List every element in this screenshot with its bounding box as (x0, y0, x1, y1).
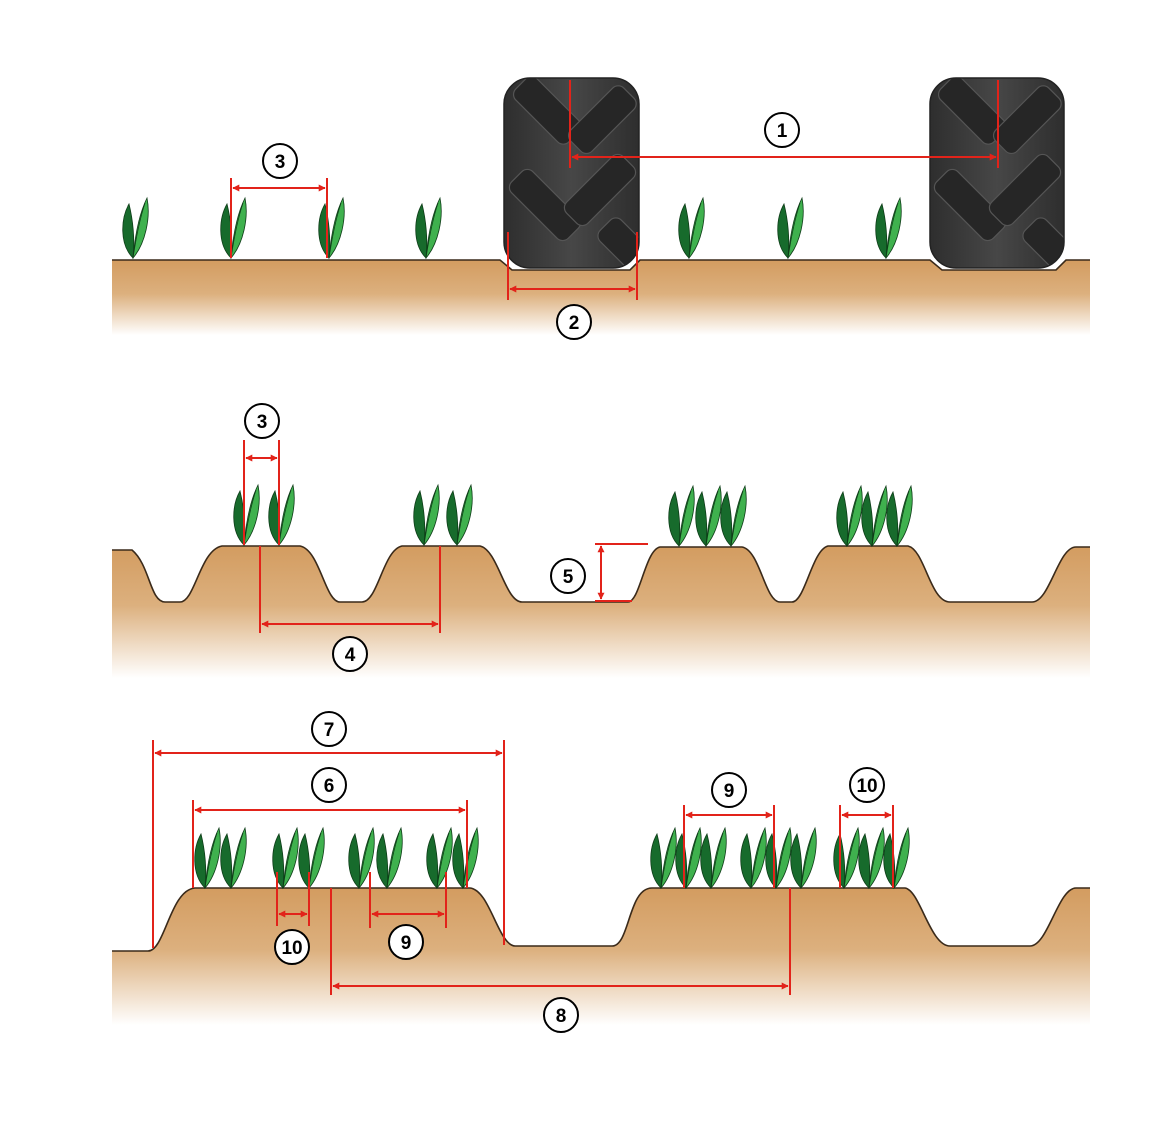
seedling-icon (740, 826, 767, 890)
soil-flat (112, 260, 1090, 335)
dim-ridge-height (595, 543, 648, 602)
badge-tire-width-label: 2 (569, 313, 580, 334)
badge-plant-spacing-ridge-label: 3 (257, 412, 268, 433)
badge-twin-spacing-bed-right: 10 (849, 767, 885, 803)
seedling-icon (220, 826, 247, 890)
seedling-icon (675, 826, 702, 890)
seedling-icon (883, 826, 910, 890)
tire-left (503, 77, 640, 269)
badge-wheel-track: 1 (764, 112, 800, 148)
seedling-icon (298, 826, 325, 890)
soil-beds-outline (112, 887, 1090, 952)
plants-beds (194, 826, 910, 890)
badge-tire-width: 2 (556, 304, 592, 340)
seedling-icon (413, 483, 440, 547)
dim-wheel-track (569, 80, 999, 168)
badge-bed-top-width-label: 6 (324, 776, 335, 797)
seedling-icon (348, 826, 375, 890)
seedling-icon (836, 484, 863, 548)
dim-plant-spacing-flat (230, 178, 328, 258)
seedling-icon (452, 826, 479, 890)
badge-ridge-height-label: 5 (563, 567, 574, 588)
tire-right (929, 77, 1065, 269)
badge-bed-spacing: 8 (543, 997, 579, 1033)
soil-flat-outline (112, 259, 1090, 271)
seedling-icon (858, 826, 885, 890)
seedling-icon (233, 483, 260, 547)
seedling-icon (122, 196, 149, 260)
seedling-icon (194, 826, 221, 890)
dim-row-spacing-bed-left (369, 872, 447, 928)
badge-wheel-track-label: 1 (777, 121, 788, 142)
badge-twin-spacing-bed-left: 10 (274, 929, 310, 965)
badge-row-spacing-bed-right: 9 (711, 772, 747, 808)
seedling-icon (426, 826, 453, 890)
seedling-icon (220, 196, 247, 260)
seedling-icon (268, 483, 295, 547)
seedling-icon (415, 196, 442, 260)
panel-flat-field: 1 2 3 (112, 77, 1090, 340)
seedling-icon (861, 484, 888, 548)
badge-row-spacing-bed-right-label: 9 (724, 781, 735, 802)
seedling-icon (777, 196, 804, 260)
seedling-icon (700, 826, 727, 890)
plants-ridges (233, 483, 913, 548)
badge-row-spacing-bed-left-label: 9 (401, 933, 412, 954)
badge-bed-base-width: 7 (311, 711, 347, 747)
badge-plant-spacing-flat: 3 (262, 143, 298, 179)
dim-bed-top-width (192, 800, 468, 888)
seedling-icon (668, 484, 695, 548)
dim-bed-base-width (152, 740, 505, 948)
badge-row-spacing-ridge: 4 (332, 636, 368, 672)
panel-ridges: 3 4 5 (112, 403, 1090, 678)
dim-bed-spacing (330, 888, 791, 995)
seedling-icon (446, 483, 473, 547)
badge-ridge-height: 5 (550, 558, 586, 594)
badge-twin-spacing-bed-right-label: 10 (856, 776, 877, 797)
badge-plant-spacing-flat-label: 3 (275, 152, 286, 173)
badge-row-spacing-ridge-label: 4 (345, 645, 356, 666)
seedling-icon (678, 196, 705, 260)
dim-twin-spacing-bed-left (276, 872, 310, 926)
seedling-icon (833, 826, 860, 890)
soil-beds (112, 888, 1090, 1025)
seedling-icon (765, 826, 792, 890)
seedling-icon (720, 484, 747, 548)
dim-row-spacing-ridge (259, 546, 441, 633)
dim-twin-spacing-bed-right (839, 805, 894, 888)
dim-tire-width (507, 232, 638, 300)
seedling-icon (695, 484, 722, 548)
seedling-icon (318, 196, 345, 260)
badge-bed-spacing-label: 8 (556, 1006, 567, 1027)
badge-plant-spacing-ridge: 3 (244, 403, 280, 439)
badge-row-spacing-bed-left: 9 (388, 924, 424, 960)
panel-beds: 7 6 9 10 8 9 10 (112, 711, 1090, 1033)
seedling-icon (376, 826, 403, 890)
seedling-icon (650, 826, 677, 890)
seedling-icon (790, 826, 817, 890)
seedling-icon (272, 826, 299, 890)
badge-bed-top-width: 6 (311, 767, 347, 803)
seedling-icon (875, 196, 902, 260)
badge-bed-base-width-label: 7 (324, 720, 335, 741)
seedling-icon (886, 484, 913, 548)
badge-twin-spacing-bed-left-label: 10 (281, 938, 302, 959)
dim-plant-spacing-ridge (243, 440, 280, 545)
dim-row-spacing-bed-right (683, 805, 775, 888)
